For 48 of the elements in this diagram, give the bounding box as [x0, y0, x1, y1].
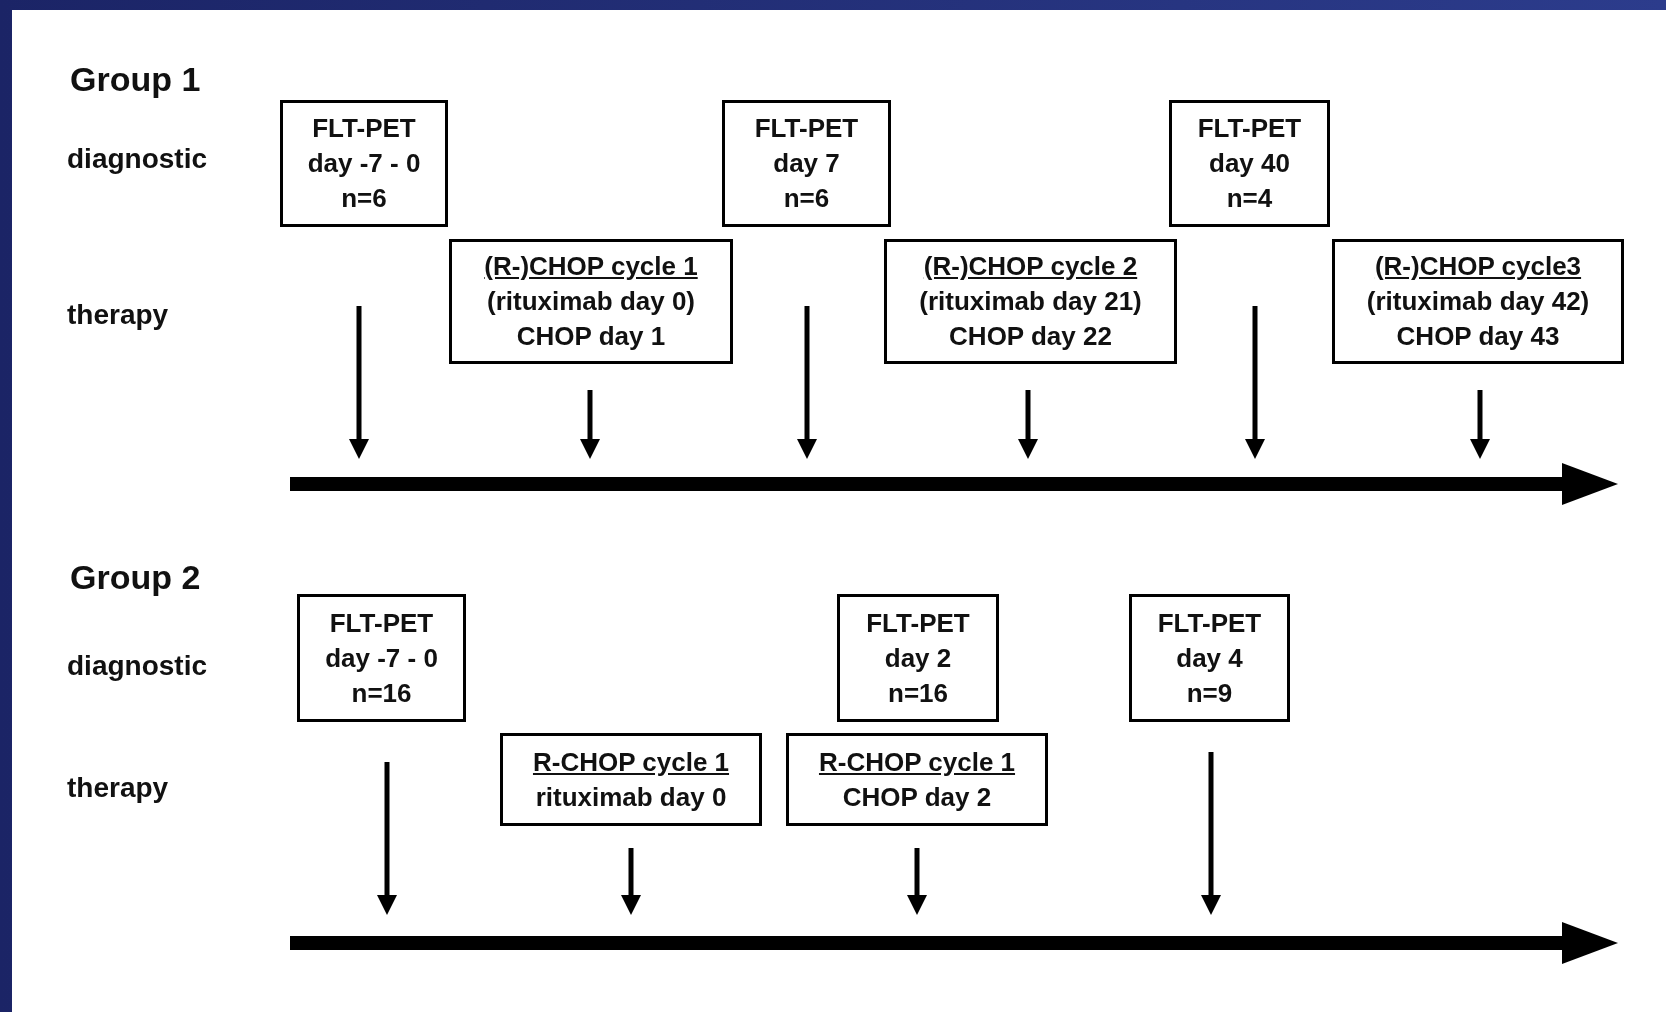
therapy-box — [500, 733, 762, 826]
therapy-box — [884, 239, 1177, 364]
therapy-box — [449, 239, 733, 364]
diagnostic-box — [1129, 594, 1290, 722]
box-text: day -7 - 0 — [325, 641, 438, 675]
box-heading: FLT-PET — [1157, 606, 1262, 640]
box-text: CHOP day 1 — [516, 320, 666, 353]
box-text: n=6 — [783, 182, 830, 215]
box-heading: FLT-PET — [866, 606, 970, 640]
group-heading: Group 1 — [70, 60, 201, 99]
box-text: (rituximab day 42) — [1366, 285, 1590, 318]
diagnostic-box — [837, 594, 999, 722]
box-text: day 40 — [1209, 147, 1290, 180]
box-text: day 7 — [773, 147, 840, 180]
box-text: n=9 — [1186, 676, 1233, 710]
box-text: rituximab day 0 — [535, 780, 727, 814]
group-heading: Group 2 — [70, 558, 201, 597]
box-heading: R-CHOP cycle 1 — [532, 745, 730, 779]
box-text: n=16 — [888, 676, 948, 710]
box-text: day 2 — [884, 641, 952, 675]
box-heading: FLT-PET — [312, 112, 416, 145]
box-text: n=16 — [351, 676, 412, 710]
box-text: n=4 — [1226, 182, 1273, 215]
diagnostic-box — [280, 100, 448, 227]
box-text: day -7 - 0 — [307, 147, 421, 180]
box-text: (rituximab day 0) — [486, 285, 696, 318]
box-text: CHOP day 43 — [1396, 320, 1560, 353]
box-heading: (R-)CHOP cycle 1 — [484, 250, 698, 283]
row-label: therapy — [67, 772, 169, 804]
row-label: diagnostic — [67, 143, 207, 175]
row-label: diagnostic — [67, 650, 207, 682]
box-text: CHOP day 22 — [949, 320, 1112, 353]
box-heading: FLT-PET — [754, 112, 859, 145]
box-text: (rituximab day 21) — [919, 285, 1142, 318]
diagnostic-box — [297, 594, 466, 722]
therapy-box — [1332, 239, 1624, 364]
box-heading: FLT-PET — [329, 606, 434, 640]
diagnostic-box — [722, 100, 891, 227]
box-heading: FLT-PET — [1197, 112, 1302, 145]
box-text: day 4 — [1176, 641, 1243, 675]
box-heading: (R-)CHOP cycle3 — [1374, 250, 1582, 283]
row-label: therapy — [67, 299, 169, 331]
box-heading: (R-)CHOP cycle 2 — [923, 250, 1138, 283]
box-text: n=6 — [341, 182, 387, 215]
box-text: CHOP day 2 — [842, 780, 992, 814]
diagnostic-box — [1169, 100, 1330, 227]
box-heading: R-CHOP cycle 1 — [818, 745, 1016, 779]
therapy-box — [786, 733, 1048, 826]
